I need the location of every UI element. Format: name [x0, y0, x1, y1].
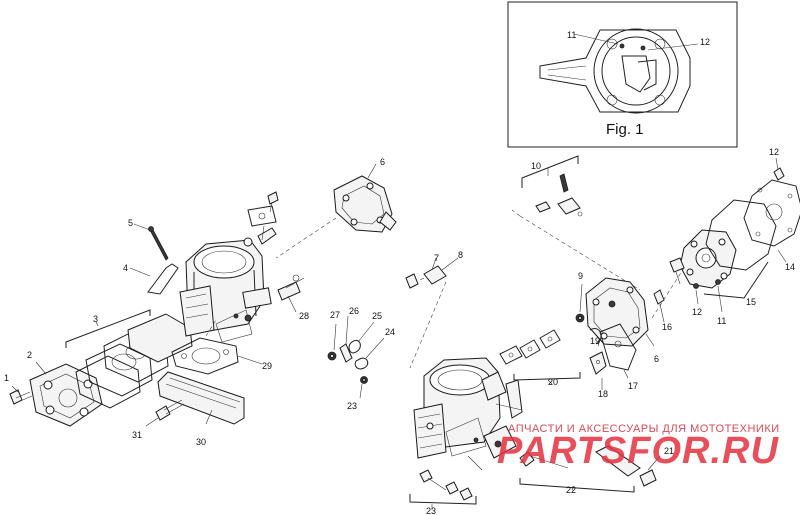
- callout-3: 3: [93, 314, 99, 324]
- callout-6-left: 6: [380, 157, 386, 167]
- callout-9: 9: [578, 271, 584, 281]
- callout-12-fig1: 12: [700, 37, 711, 47]
- carburetor-body-right: [413, 357, 523, 471]
- callout-1: 1: [4, 373, 10, 383]
- callout-28: 27: [330, 310, 341, 320]
- throttle-link-parts-4-5: [129, 223, 179, 295]
- callout-24: 23: [347, 401, 358, 411]
- fitting-parts-7-8: [405, 257, 459, 369]
- callout-10: 10: [531, 161, 542, 171]
- callout-21: 21: [664, 446, 675, 456]
- callout-31: 30: [196, 437, 207, 447]
- callout-5: 5: [128, 218, 134, 228]
- callout-27: 26: [349, 306, 360, 316]
- cover-part-6-right: [585, 277, 655, 347]
- rod-part-22: [519, 445, 661, 493]
- fuel-pump-cover-part-2: [29, 361, 103, 427]
- screw-part-1: [9, 385, 33, 405]
- callout-8: 8: [458, 250, 464, 260]
- callout-4: 4: [123, 263, 129, 273]
- callout-18: 18: [598, 389, 609, 399]
- diaphragm-stack-parts-11-15: [651, 157, 800, 319]
- screw-part-29: [277, 274, 305, 313]
- callout-30: 29: [262, 361, 273, 371]
- linkage-kit-part-10: [511, 155, 641, 291]
- watermark-logo: PARTSFOR.RU: [497, 430, 779, 472]
- callout-26: 25: [372, 311, 383, 321]
- callout-11-lower: 11: [717, 316, 727, 326]
- gasket-part-30: [171, 319, 263, 375]
- carburetor-body-left: [179, 191, 279, 343]
- plate-part-31: [157, 371, 245, 425]
- callout-15: 15: [746, 297, 757, 307]
- parts-9-16: [575, 283, 665, 323]
- callout-2: 2: [27, 350, 33, 360]
- callout-16: 16: [662, 322, 673, 332]
- callout-20: 20: [548, 377, 559, 387]
- bolt-part-32: [145, 399, 185, 427]
- watermark-tagline: АПЧАСТИ И АКСЕССУАРЫ ДЛЯ МОТОТЕХНИКИ: [508, 423, 780, 435]
- callout-25: 24: [385, 327, 396, 337]
- gasket-kit-part-20: [499, 329, 581, 385]
- callout-32: 31: [132, 430, 143, 440]
- callout-23: 23: [426, 506, 437, 515]
- callout-17: 17: [628, 381, 639, 391]
- callout-22: 22: [566, 485, 577, 495]
- fig1-inset-frame: [507, 1, 738, 148]
- fig1-carburetor-flange: [539, 28, 699, 114]
- callout-12-top: 12: [769, 147, 780, 157]
- callout-12-lower: 12: [692, 307, 703, 317]
- fig1-caption: Fig. 1: [606, 121, 644, 138]
- small-parts-24-28: [327, 315, 385, 399]
- callout-11-fig1: 11: [567, 30, 577, 40]
- adjuster-kit-part-23: [409, 469, 477, 510]
- callout-29: 28: [299, 311, 310, 321]
- cover-part-6-left: [275, 163, 397, 259]
- parts-17-18-19: [589, 323, 637, 390]
- callout-14: 14: [785, 262, 796, 272]
- gasket-kit-bracket-3: [65, 309, 151, 348]
- callout-7: 7: [434, 253, 440, 263]
- callout-19: 19: [590, 336, 601, 346]
- fig1-inset: [507, 1, 738, 148]
- callout-6-right: 6: [654, 354, 660, 364]
